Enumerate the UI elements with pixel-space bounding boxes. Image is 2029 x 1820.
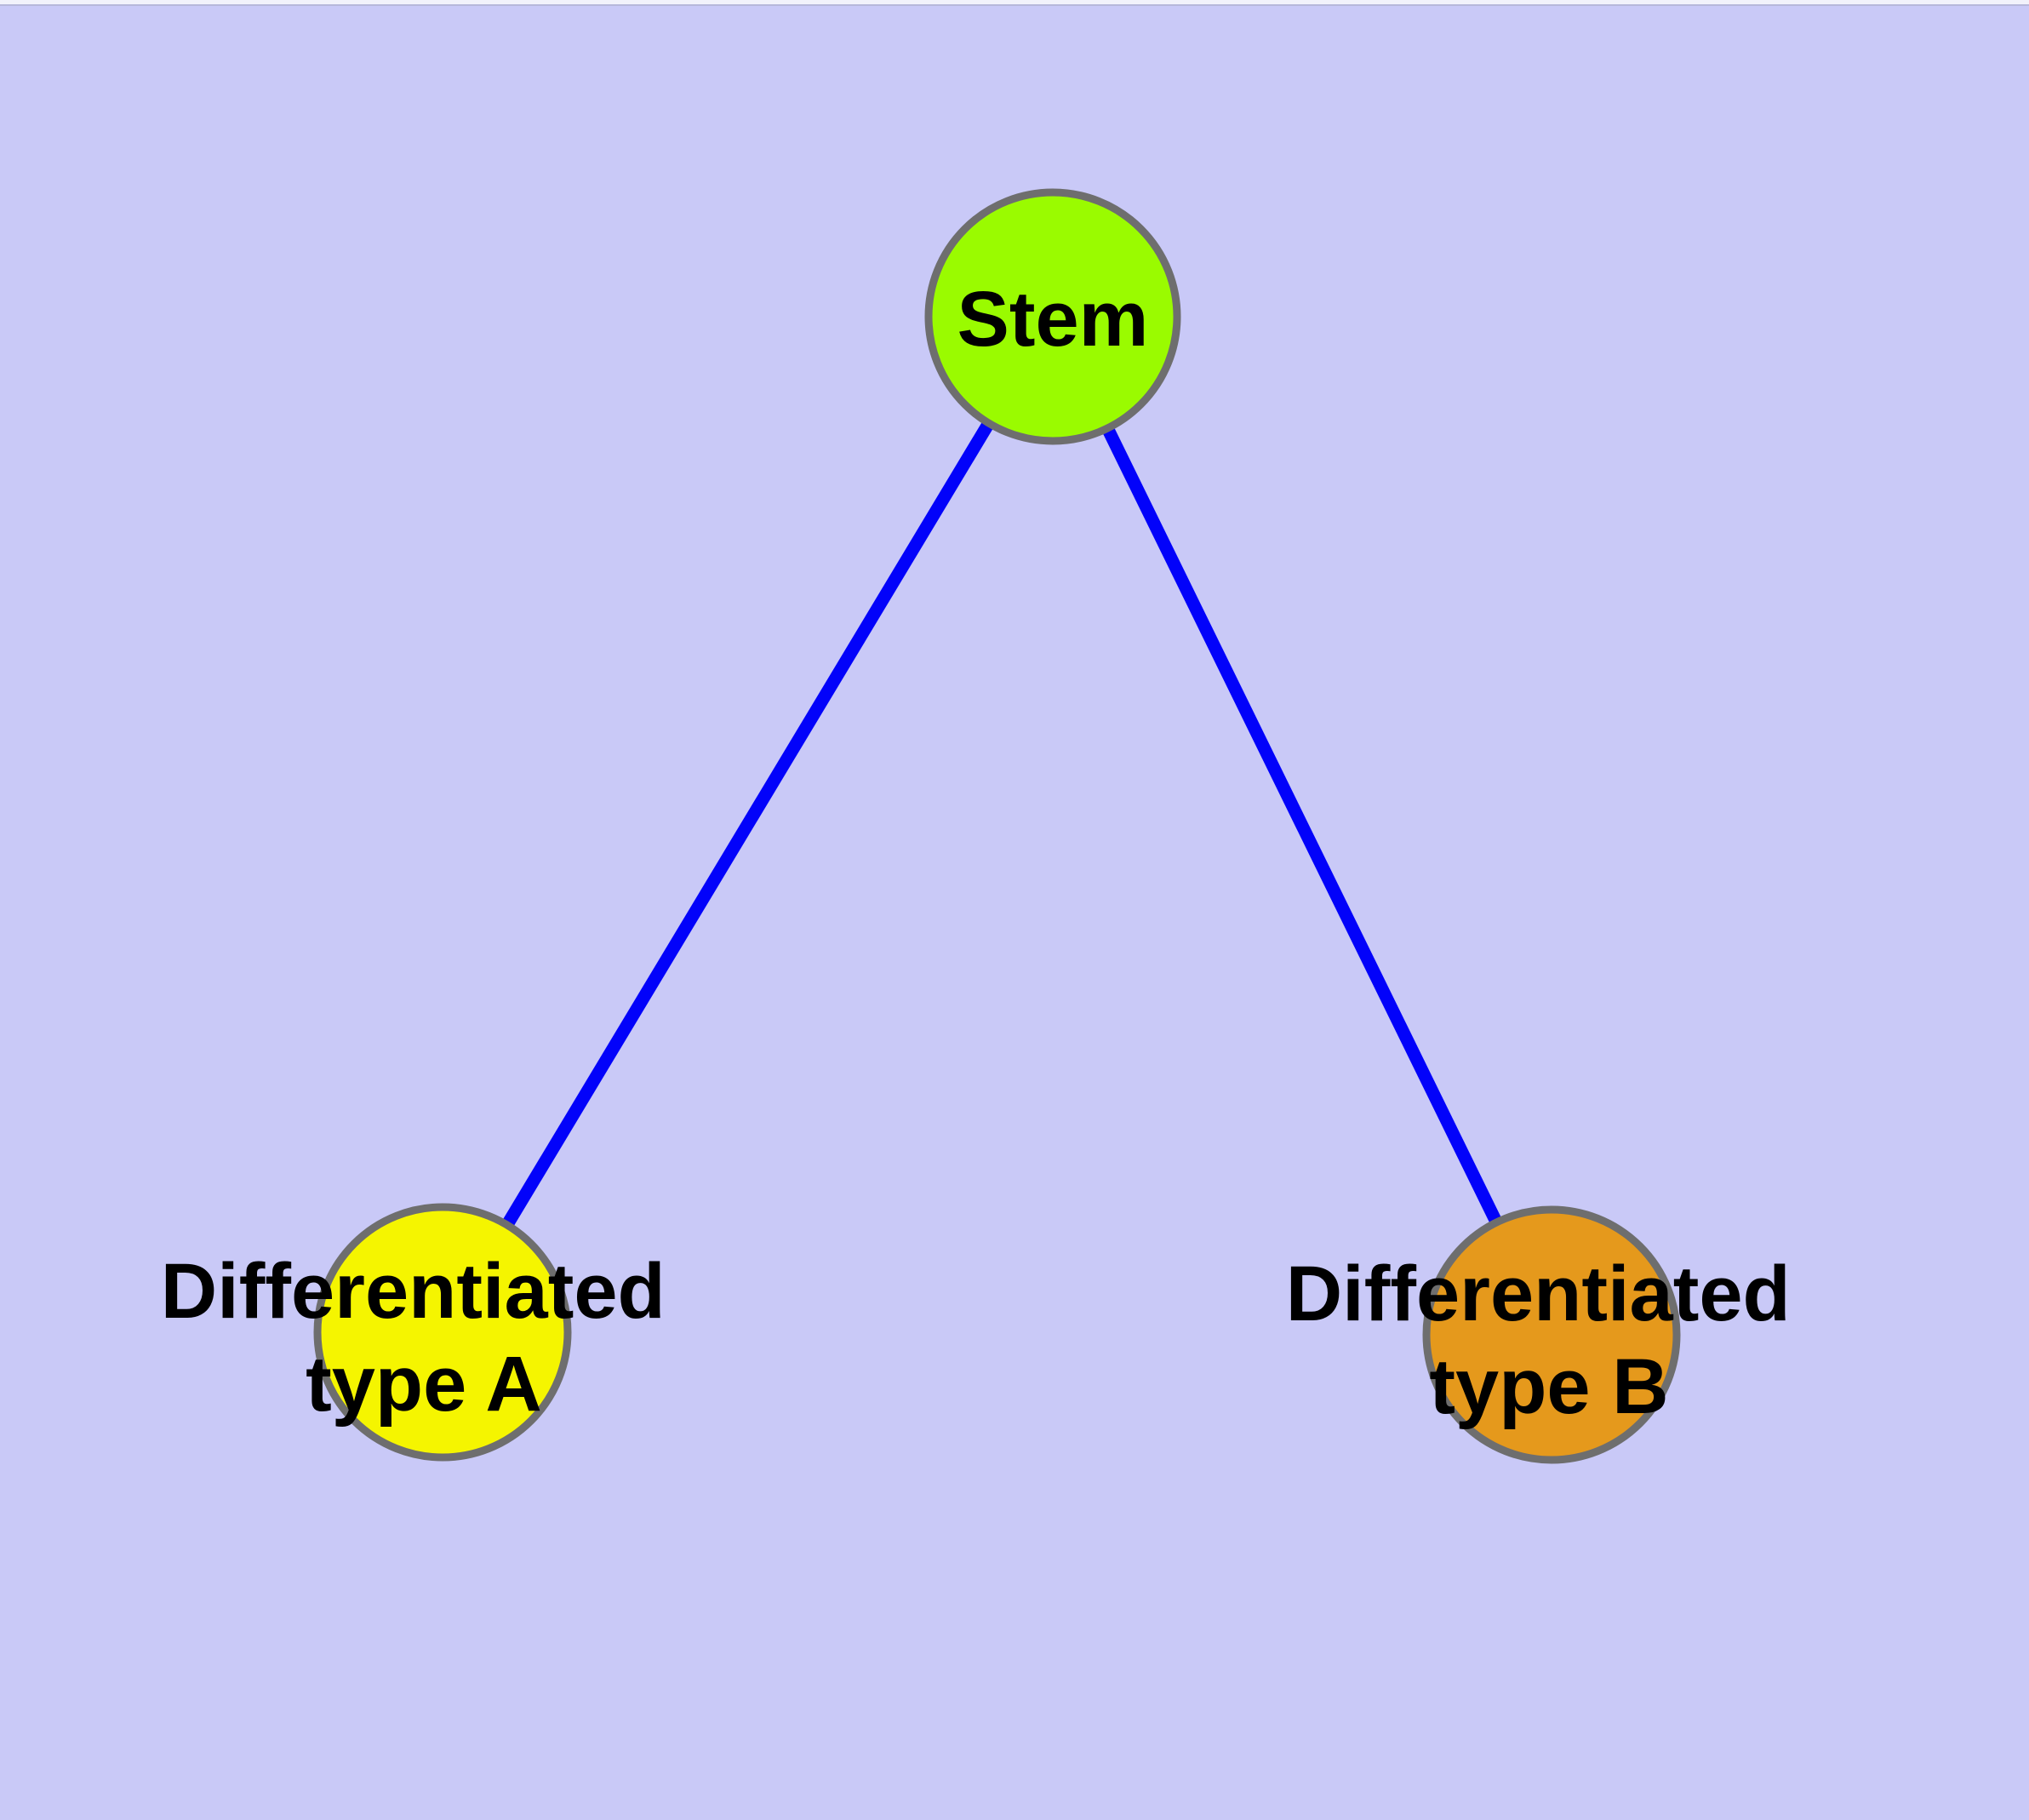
node-differentiated-type-a-label: Differentiated type A [161,1248,688,1428]
top-edge-highlight [0,0,2029,4]
node-differentiated-type-b-label-line-2: type B [1429,1343,1668,1430]
node-differentiated-type-a [313,1203,572,1462]
node-stem [924,188,1181,445]
edge-stem-to-type-a [437,313,1059,1336]
node-differentiated-type-b [1422,1205,1681,1464]
edge-stem-to-type-b [1047,313,1557,1338]
node-differentiated-type-a-label-line-1: Differentiated [161,1248,666,1335]
node-differentiated-type-b-label: Differentiated type B [1286,1251,1813,1430]
node-stem-label-line-1: Stem [957,276,1149,363]
node-differentiated-type-a-label-line-2: type A [306,1341,542,1428]
top-edge-line [0,4,2029,6]
node-differentiated-type-b-label-line-1: Differentiated [1286,1251,1791,1337]
node-stem-label: Stem [957,276,1149,363]
